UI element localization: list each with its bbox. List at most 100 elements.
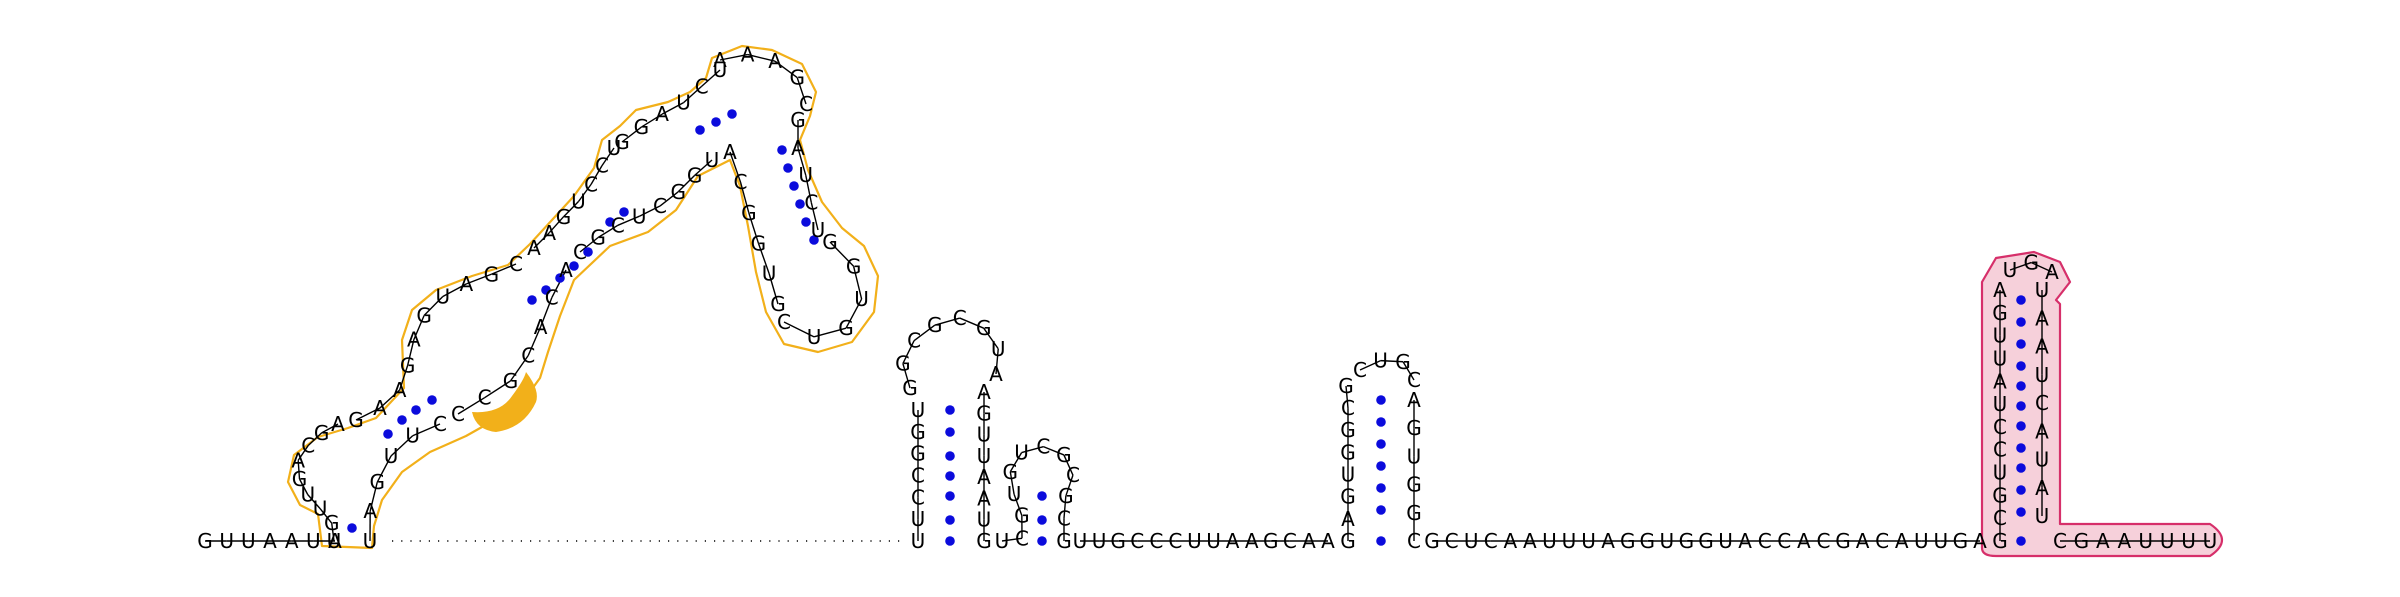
nucleotide: G <box>1620 529 1636 553</box>
nucleotide: C <box>2035 391 2049 415</box>
nucleotide: C <box>433 412 447 436</box>
nucleotide: G <box>1835 529 1851 553</box>
nucleotide: G <box>1263 529 1279 553</box>
base-pair-dot <box>555 273 565 283</box>
nucleotide: U <box>705 148 720 172</box>
nucleotide: U <box>807 325 822 349</box>
base-pair-dot <box>1376 536 1386 546</box>
nucleotide: C <box>478 386 492 410</box>
backbone-segment <box>902 363 911 389</box>
base-pair-dot <box>541 285 551 295</box>
nucleotide: C <box>1149 529 1163 553</box>
nucleotide: U <box>1914 529 1929 553</box>
nucleotide: U <box>854 287 869 311</box>
backbone-segment <box>845 298 863 329</box>
nucleotide: A <box>1993 278 2007 302</box>
nucleotide: C <box>953 306 967 330</box>
base-pair-dot <box>777 145 787 155</box>
nucleotide: C <box>2053 529 2067 553</box>
nucleotide: G <box>416 303 432 327</box>
nucleotide: C <box>521 344 535 368</box>
nucleotide: G <box>910 442 926 466</box>
nucleotide: A <box>1321 529 1335 553</box>
nucleotide: G <box>927 313 943 337</box>
backbone-segment <box>491 263 517 275</box>
nucleotide: G <box>556 205 572 229</box>
nucleotide: A <box>977 380 991 404</box>
base-pair-layer <box>347 109 2026 546</box>
nucleotide: A <box>1993 369 2007 393</box>
nucleotide: C <box>1283 529 1297 553</box>
nucleotide: A <box>2117 529 2131 553</box>
nucleotide: U <box>1993 392 2008 416</box>
nucleotide: U <box>2035 278 2050 302</box>
backbone-segment <box>774 60 798 79</box>
base-pair-dot <box>783 163 793 173</box>
nucleotide: A <box>2035 335 2049 359</box>
backbone-segment <box>683 85 703 104</box>
nucleotide: U <box>306 529 321 553</box>
nucleotide: U <box>1718 529 1733 553</box>
nucleotide: G <box>324 511 340 535</box>
nucleotide: C <box>1057 506 1071 530</box>
backbone-segment <box>319 508 333 524</box>
base-pair-dot <box>1376 505 1386 515</box>
base-pair-dot <box>527 295 537 305</box>
nucleotide: C <box>1484 529 1498 553</box>
backbone-segment <box>719 53 748 61</box>
nucleotide: A <box>393 378 407 402</box>
nucleotide: U <box>995 529 1010 553</box>
orange-domain-outline <box>286 44 880 550</box>
backbone-segment <box>934 317 960 326</box>
nucleotide: G <box>2074 529 2090 553</box>
nucleotide: G <box>822 230 838 254</box>
nucleotide: C <box>545 286 559 310</box>
base-pair-dot <box>347 523 357 533</box>
backbone-segment <box>739 181 750 214</box>
base-pair-dot <box>2016 317 2026 327</box>
backbone-segment <box>601 147 615 167</box>
base-pair-dot <box>711 117 721 127</box>
nucleotide: A <box>713 48 727 72</box>
backbone-segment <box>379 389 401 409</box>
backbone-segment <box>376 455 392 483</box>
nucleotide: U <box>241 529 256 553</box>
nucleotide: C <box>451 402 465 426</box>
nucleotide: G <box>790 108 806 132</box>
backbone-segment <box>551 269 567 299</box>
nucleotide: U <box>2035 504 2050 528</box>
nucleotide: G <box>902 376 918 400</box>
nucleotide: G <box>1992 529 2008 553</box>
backbone-segment <box>1001 537 1023 542</box>
base-pair-dot <box>2016 536 2026 546</box>
backbone-segment <box>579 236 599 253</box>
nucleotide: U <box>1542 529 1557 553</box>
backbone-segment <box>1021 445 1044 454</box>
nucleotide: C <box>1445 529 1459 553</box>
nucleotide: C <box>1407 368 1421 392</box>
nucleotide: A <box>291 448 305 472</box>
backbone-segment <box>768 273 779 305</box>
backbone-segment <box>797 147 807 176</box>
backbone-segment <box>701 69 721 87</box>
backbone-segment <box>641 113 663 128</box>
nucleotide: U <box>1007 482 1022 506</box>
nucleotide: C <box>911 485 925 509</box>
base-pair-dot <box>2016 401 2026 411</box>
nucleotide: A <box>2035 419 2049 443</box>
backbone-segment <box>2009 261 2032 271</box>
nucleotide: C <box>1758 529 1772 553</box>
nucleotide: A <box>1797 529 1811 553</box>
nucleotide: U <box>1014 441 1029 465</box>
nucleotide: G <box>1058 484 1074 508</box>
base-pair-dot <box>427 395 437 405</box>
nucleotide: U <box>811 218 826 242</box>
nucleotide: U <box>632 204 647 228</box>
backbone-segment <box>577 183 592 202</box>
nucleotide: A <box>1523 529 1537 553</box>
nucleotide: U <box>300 483 315 507</box>
base-pair-dot <box>789 181 799 191</box>
nucleotide: A <box>328 529 342 553</box>
nucleotide: G <box>197 529 213 553</box>
nucleotide: C <box>595 154 609 178</box>
